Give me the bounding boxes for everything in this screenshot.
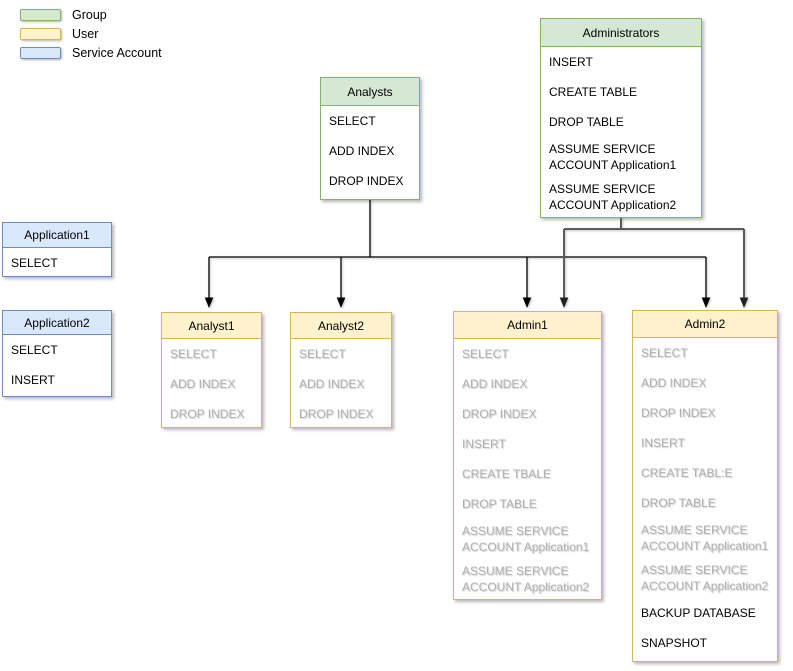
- permission-item: ASSUME SERVICE ACCOUNT Application1: [549, 142, 677, 172]
- permission-item: DROP INDEX: [462, 407, 537, 421]
- node-title-application2: Application2: [3, 311, 111, 335]
- arrowhead-icon: [701, 297, 711, 308]
- legend-item-service-account: Service Account: [20, 46, 162, 60]
- permission-item: CREATE TABLE: [549, 85, 638, 99]
- permission-item: ADD INDEX: [641, 376, 707, 390]
- permission-item: DROP TABLE: [549, 115, 624, 129]
- permission-item: DROP INDEX: [329, 174, 404, 188]
- permission-item: INSERT: [462, 437, 506, 451]
- node-title-analysts: Analysts: [321, 78, 419, 106]
- permission-item: SELECT: [462, 347, 509, 361]
- legend-label-service-account: Service Account: [72, 46, 162, 60]
- legend-item-group: Group: [20, 8, 162, 22]
- permission-item: SELECT: [299, 347, 346, 361]
- permission-item: SELECT: [11, 256, 58, 270]
- permission-item: SELECT: [641, 346, 688, 360]
- permission-item: DROP TABLE: [462, 497, 537, 511]
- node-body-admin2: SELECT ADD INDEX DROP INDEX INSERT CREATE TA…: [633, 338, 777, 658]
- permission-item: SELECT: [329, 114, 376, 128]
- legend-item-user: User: [20, 27, 162, 41]
- node-body-application2: SELECT INSERT: [3, 335, 111, 395]
- permission-item: INSERT: [641, 436, 685, 450]
- permission-item: SELECT: [11, 343, 58, 357]
- node-body-application1: SELECT: [3, 248, 111, 278]
- legend-label-user: User: [72, 27, 99, 41]
- permission-item: SELECT: [170, 347, 217, 361]
- service-account-color-swatch: [20, 47, 61, 59]
- user-color-swatch: [20, 28, 61, 40]
- permission-item: ASSUME SERVICE ACCOUNT Application1: [641, 523, 769, 553]
- node-body-analyst2: SELECT ADD INDEX DROP INDEX: [291, 339, 391, 429]
- permission-item: DROP INDEX: [299, 407, 374, 421]
- permission-item: BACKUP DATABASE: [641, 606, 756, 620]
- node-body-analyst1: SELECT ADD INDEX DROP INDEX: [162, 339, 261, 429]
- permission-item: DROP TABLE: [641, 496, 716, 510]
- permission-item: INSERT: [11, 373, 55, 387]
- arrowhead-icon: [739, 297, 749, 308]
- group-color-swatch: [20, 9, 61, 21]
- node-body-administrators: INSERT CREATE TABLE DROP TABLE ASSUME SERVI…: [541, 47, 701, 217]
- permission-item: ASSUME SERVICE ACCOUNT Application1: [462, 524, 590, 554]
- permission-item: CREATE TABL:E: [641, 466, 733, 480]
- node-title-admin2: Admin2: [633, 311, 777, 338]
- permission-item: ADD INDEX: [329, 144, 395, 158]
- legend: Group User Service Account: [20, 8, 162, 65]
- node-body-analysts: SELECT ADD INDEX DROP INDEX: [321, 106, 419, 196]
- arrowhead-icon: [559, 297, 569, 308]
- node-title-administrators: Administrators: [541, 19, 701, 47]
- legend-label-group: Group: [72, 8, 107, 22]
- permission-item: ADD INDEX: [170, 377, 236, 391]
- arrowhead-icon: [204, 297, 214, 308]
- permission-item: INSERT: [549, 55, 593, 69]
- permission-item: ADD INDEX: [299, 377, 365, 391]
- node-title-application1: Application1: [3, 223, 111, 248]
- permission-item: SNAPSHOT: [641, 636, 708, 650]
- edge-from-administrators: [559, 218, 749, 308]
- permission-item: ADD INDEX: [462, 377, 528, 391]
- permission-item: DROP INDEX: [641, 406, 716, 420]
- node-body-admin1: SELECT ADD INDEX DROP INDEX INSERT CREATE TB…: [454, 339, 601, 599]
- arrowhead-icon: [336, 297, 346, 308]
- permission-item: CREATE TBALE: [462, 467, 551, 481]
- permission-item: ASSUME SERVICE ACCOUNT Application2: [641, 563, 769, 593]
- permission-item: DROP INDEX: [170, 407, 245, 421]
- permission-item: ASSUME SERVICE ACCOUNT Application2: [462, 564, 590, 594]
- node-title-analyst1: Analyst1: [162, 313, 261, 339]
- arrowhead-icon: [522, 297, 532, 308]
- node-title-analyst2: Analyst2: [291, 313, 391, 339]
- permission-item: ASSUME SERVICE ACCOUNT Application2: [549, 182, 677, 212]
- node-title-admin1: Admin1: [454, 312, 601, 339]
